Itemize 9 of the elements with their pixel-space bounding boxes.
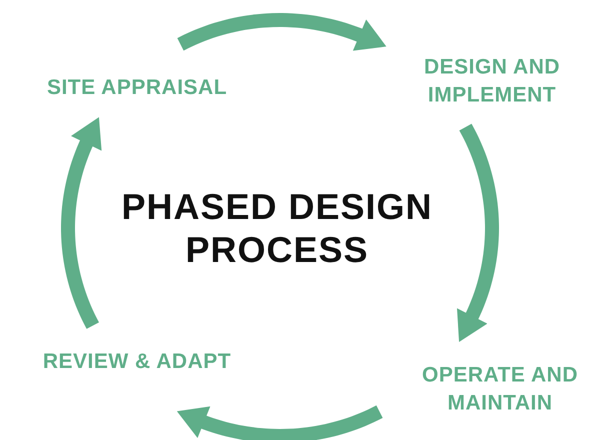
cycle-arrow bbox=[176, 405, 383, 440]
phase-label: REVIEW & ADAPT bbox=[17, 348, 257, 376]
phase-label: SITE APPRAISAL bbox=[17, 74, 257, 102]
cycle-arrow bbox=[177, 13, 386, 51]
diagram-title: PHASED DESIGN PROCESS bbox=[120, 184, 434, 272]
phase-label: OPERATE AND MAINTAIN bbox=[405, 362, 595, 418]
cycle-arrow bbox=[456, 124, 499, 342]
phase-label: DESIGN AND IMPLEMENT bbox=[402, 54, 582, 110]
cycle-arrow bbox=[61, 117, 102, 329]
